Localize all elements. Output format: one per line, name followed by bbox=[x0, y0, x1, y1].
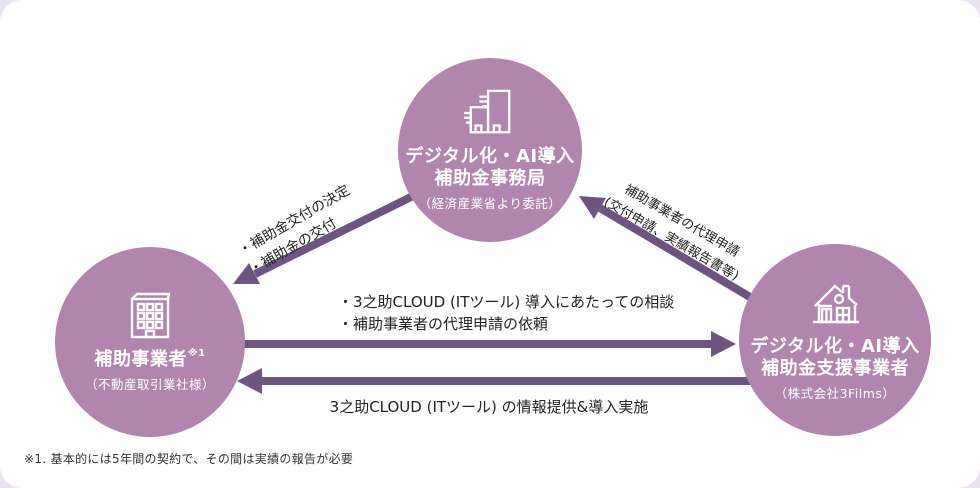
node-title-line1: デジタル化・AI導入 bbox=[405, 145, 575, 167]
node-title: デジタル化・AI導入 補助金支援事業者 bbox=[750, 336, 919, 380]
node-title: 補助事業者※1 bbox=[94, 347, 206, 371]
house-icon bbox=[807, 278, 863, 328]
node-subtitle: （経済産業省より委託） bbox=[418, 196, 562, 212]
node-title-line2: 補助金事務局 bbox=[434, 167, 546, 189]
arrow-subsidized-to-support bbox=[242, 331, 736, 357]
arrow-office-to-subsidized bbox=[233, 191, 417, 284]
node-title-text: 補助事業者 bbox=[94, 348, 187, 370]
node-title-line2: 補助金支援事業者 bbox=[761, 357, 909, 379]
node-title: デジタル化・AI導入 補助金事務局 bbox=[405, 146, 574, 190]
label-line1: ・3之助CLOUD (ITツール) 導入にあたっての相談 bbox=[338, 293, 675, 311]
node-support-business: デジタル化・AI導入 補助金支援事業者 （株式会社3Films） bbox=[739, 244, 931, 436]
label-line2: ・補助事業者の代理申請の依頼 bbox=[338, 315, 549, 333]
label-consultation-request: ・3之助CLOUD (ITツール) 導入にあたっての相談 ・補助事業者の代理申請… bbox=[338, 291, 674, 335]
node-subsidized-business: 補助事業者※1 （不動産取引業社様） bbox=[55, 247, 245, 437]
node-subtitle: （不動産取引業社様） bbox=[84, 377, 215, 393]
footnote: ※1. 基本的には5年間の契約で、その間は実績の報告が必要 bbox=[24, 452, 354, 466]
arrow-support-to-subsidized bbox=[237, 368, 760, 394]
footnote-marker: ※1 bbox=[187, 347, 206, 359]
arrow-support-to-office bbox=[579, 196, 758, 304]
label-info-provision: 3之助CLOUD (ITツール) の情報提供&導入実施 bbox=[329, 398, 649, 416]
company-building-icon bbox=[124, 291, 176, 341]
office-buildings-icon bbox=[463, 88, 517, 138]
node-subsidy-office: デジタル化・AI導入 補助金事務局 （経済産業省より委託） bbox=[398, 58, 582, 242]
node-subtitle: （株式会社3Films） bbox=[774, 386, 896, 402]
node-title-line1: デジタル化・AI導入 bbox=[750, 335, 920, 357]
